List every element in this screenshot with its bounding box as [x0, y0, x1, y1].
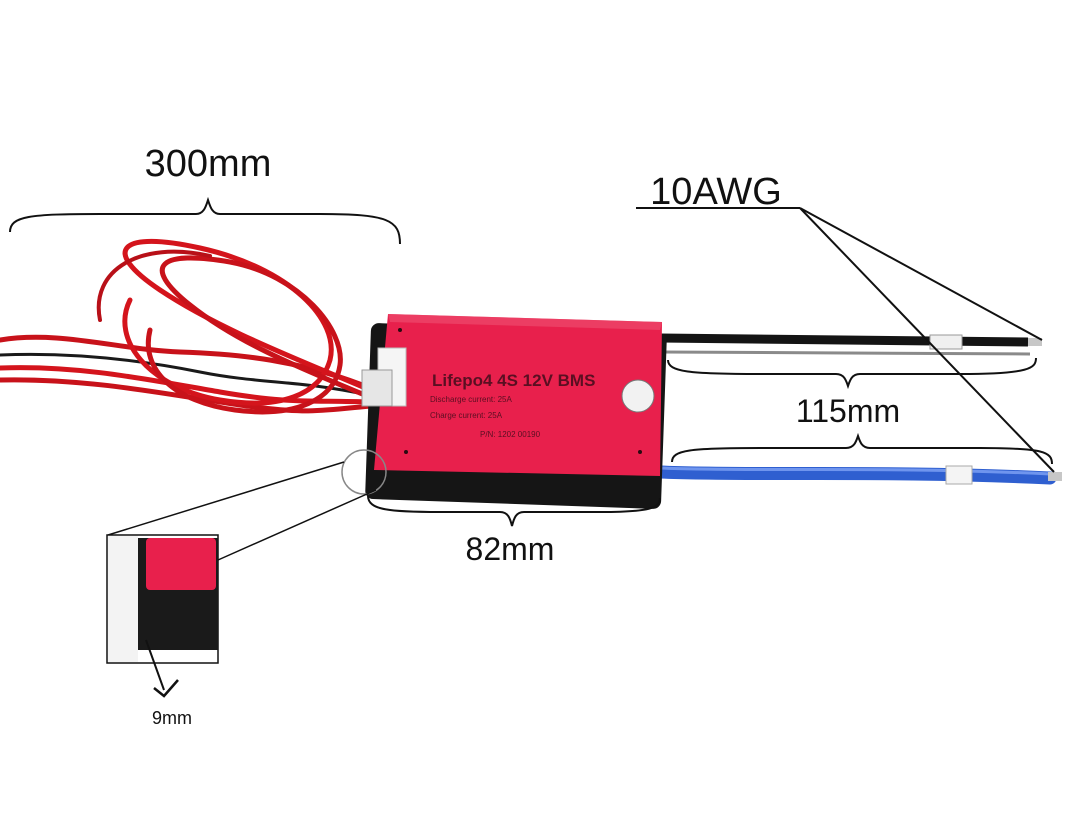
black-wire — [659, 333, 1042, 356]
brace-115mm-bottom — [671, 432, 1053, 465]
label-115mm: 115mm — [796, 393, 900, 429]
blue-wire — [653, 465, 1062, 485]
bms-board: Lifepo4 4S 12V BMS Discharge current: 25… — [361, 314, 667, 509]
board-pn-text: P/N: 1202 00190 — [480, 430, 541, 439]
brace-115mm-top — [667, 357, 1037, 390]
balance-lead-wires — [0, 238, 375, 415]
label-10awg: 10AWG — [650, 171, 782, 213]
label-300mm: 300mm — [145, 143, 272, 185]
label-9mm: 9mm — [152, 708, 192, 728]
label-82mm: 82mm — [466, 531, 555, 567]
brace-300mm — [9, 196, 401, 245]
board-title: Lifepo4 4S 12V BMS — [432, 371, 595, 390]
zoom-inset — [106, 449, 387, 698]
awg-leader-lines — [636, 207, 1055, 473]
board-charge-text: Charge current: 25A — [430, 411, 503, 420]
board-discharge-text: Discharge current: 25A — [430, 395, 512, 404]
brace-82mm — [367, 495, 661, 527]
